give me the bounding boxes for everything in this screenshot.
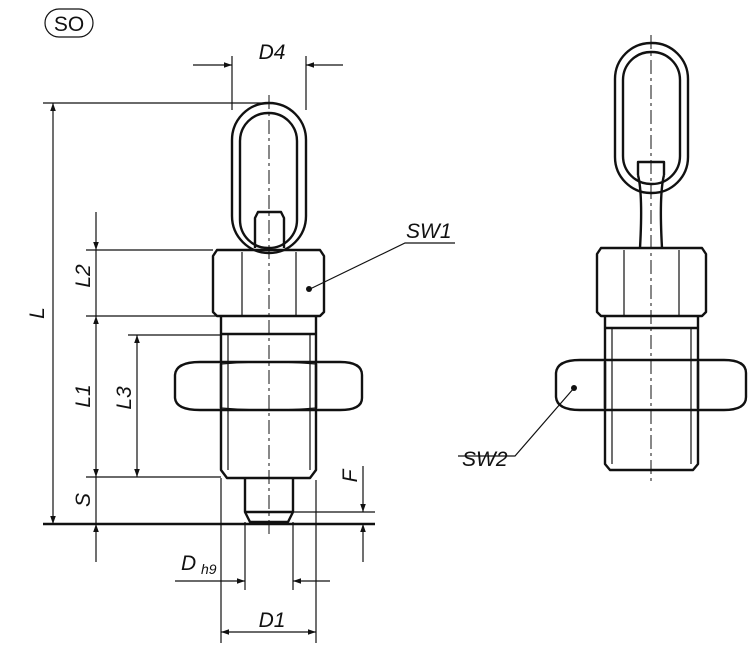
label-sw1: SW1 — [406, 220, 452, 243]
index-pin — [243, 478, 295, 524]
threaded-body-side — [603, 316, 700, 472]
variant-badge-text: SO — [54, 13, 84, 36]
label-sw2: SW2 — [462, 448, 508, 471]
sw1-leader — [309, 242, 455, 290]
pin-top — [253, 210, 286, 248]
lock-nut-side — [554, 358, 748, 412]
dim-label-l1: L1 — [72, 384, 95, 407]
dim-label-d: D — [181, 552, 196, 575]
dim-label-d1: D1 — [259, 609, 286, 632]
hex-nut-sw1 — [211, 248, 326, 318]
hex-nut-side — [595, 246, 708, 318]
side-view — [458, 35, 748, 482]
ring-inner-side — [621, 50, 682, 186]
front-view — [173, 95, 364, 534]
ring-inner — [238, 111, 299, 250]
sw2-leader — [458, 387, 575, 457]
dimensions — [43, 56, 455, 643]
threaded-body — [219, 316, 318, 480]
dim-label-d4: D4 — [259, 41, 286, 64]
lock-nut-sw2 — [173, 360, 364, 412]
ring-outer-side — [613, 41, 690, 195]
sw1-leader-dot — [306, 286, 312, 292]
variant-badge: SO — [44, 8, 94, 38]
dim-label-f: F — [339, 468, 362, 482]
dim-label-l: L — [26, 307, 49, 319]
dim-label-l2: L2 — [72, 264, 95, 288]
dim-label-h9: h9 — [201, 561, 217, 577]
dim-label-l3: L3 — [113, 386, 136, 410]
dim-label-s: S — [72, 493, 95, 507]
pin-shaft-side — [636, 160, 666, 249]
